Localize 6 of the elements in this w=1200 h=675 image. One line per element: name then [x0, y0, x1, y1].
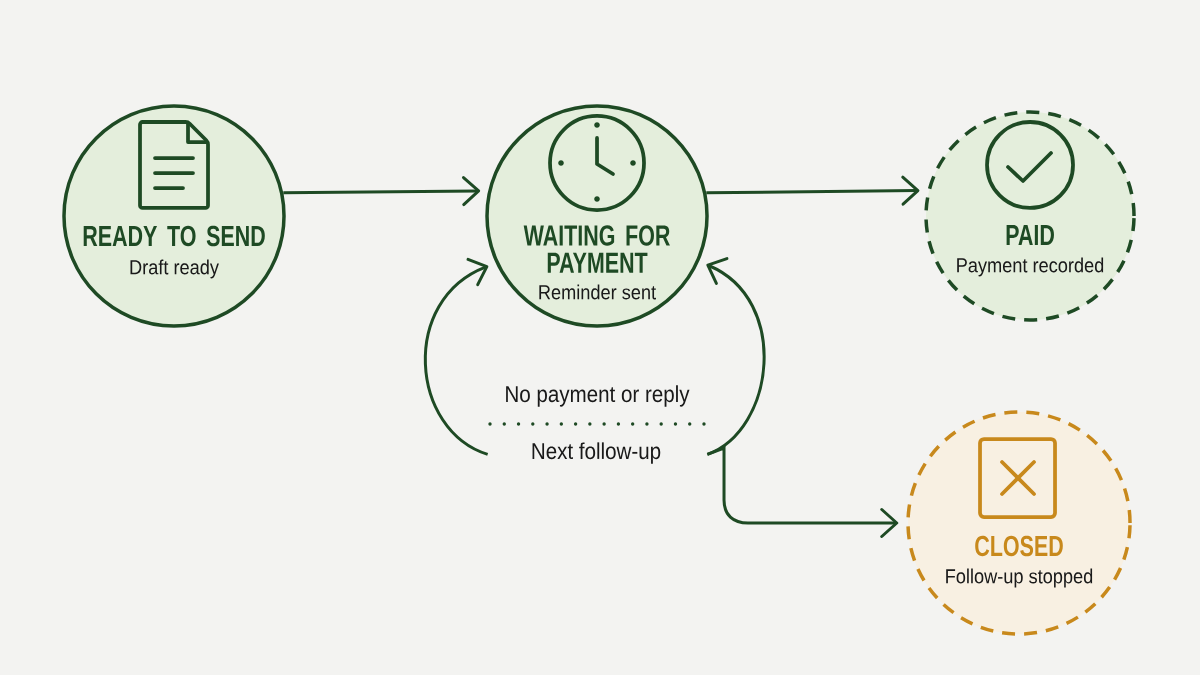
- elbow-arrow: [706, 446, 899, 538]
- arrow: [706, 175, 920, 206]
- arrow: [283, 176, 481, 207]
- curved-arrow: [423, 257, 489, 456]
- loop-label: No payment or reply: [506, 385, 690, 407]
- loop-label: Next follow-up: [532, 442, 661, 464]
